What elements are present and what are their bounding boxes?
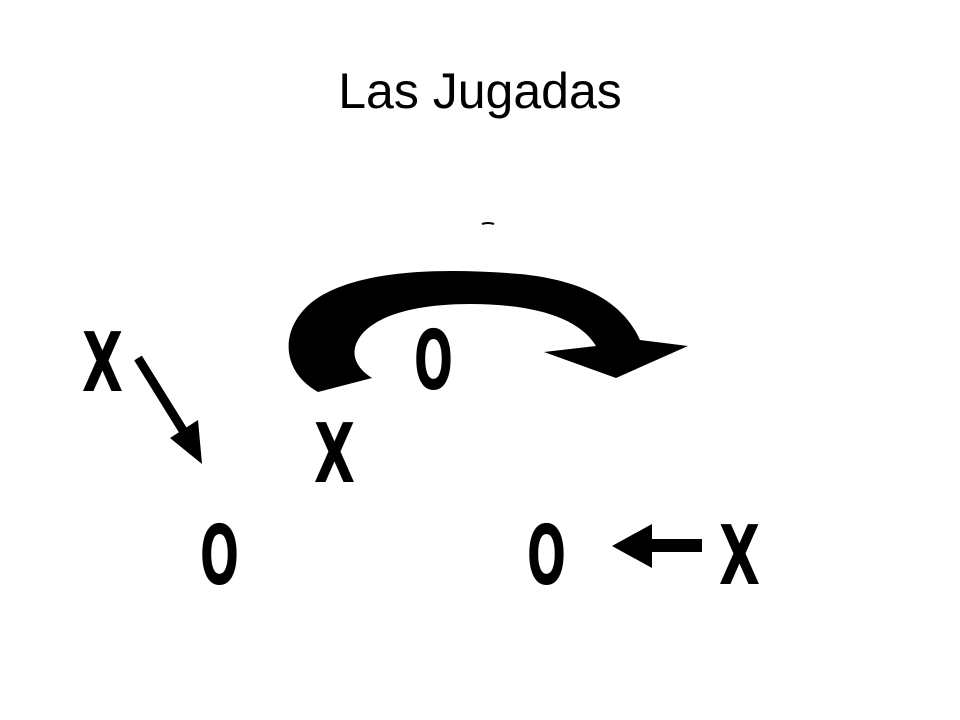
- slide-title: Las Jugadas: [338, 63, 622, 119]
- x-center-mark: X: [314, 407, 355, 502]
- speck-mark: [481, 222, 495, 225]
- o-bottom-left-mark: O: [200, 509, 239, 604]
- left-arrow-icon: [612, 524, 702, 568]
- o-center-top-mark: O: [414, 314, 453, 409]
- curved-arrow-icon: [288, 270, 688, 392]
- diagonal-arrow-icon: [134, 355, 202, 464]
- x-right-mark: X: [719, 509, 760, 604]
- o-bottom-right-mark: O: [527, 509, 566, 604]
- x-left-mark: X: [82, 316, 123, 411]
